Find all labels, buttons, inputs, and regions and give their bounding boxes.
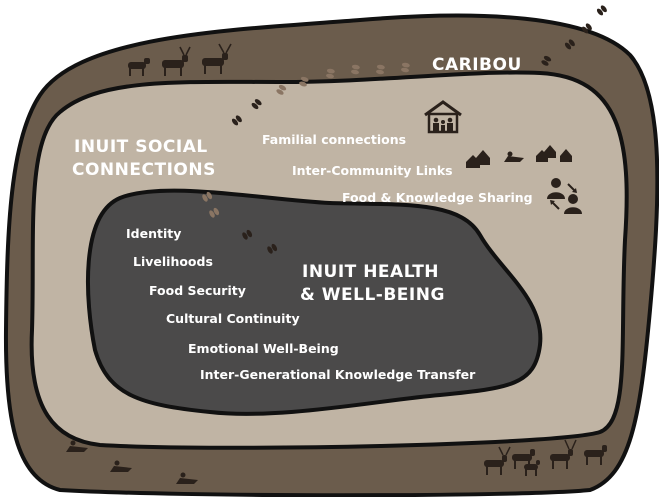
health-item-livelihoods: Livelihoods	[133, 254, 213, 269]
social-item-familial: Familial connections	[262, 132, 407, 147]
house-family-icon	[424, 100, 462, 134]
social-title-line2: CONNECTIONS	[72, 160, 216, 180]
social-item-intercommunity: Inter-Community Links	[292, 163, 453, 178]
health-item-emotional: Emotional Well-Being	[188, 341, 339, 356]
village-icon	[466, 145, 572, 168]
social-item-food-knowledge: Food & Knowledge Sharing	[342, 190, 533, 205]
caribou-herd-icon	[128, 43, 232, 76]
social-title-line1: INUIT SOCIAL	[74, 137, 208, 157]
caribou-tracks-icon	[202, 5, 607, 254]
health-item-knowledge-transfer: Inter-Generational Knowledge Transfer	[200, 367, 476, 382]
health-item-cultural-continuity: Cultural Continuity	[166, 311, 300, 326]
health-title-line2: & WELL-BEING	[300, 285, 445, 305]
caribou-herd-icon	[484, 439, 607, 476]
snowmobile-icon	[66, 151, 524, 484]
people-exchange-icon	[547, 178, 582, 214]
caribou-label: CARIBOU	[432, 55, 522, 75]
inner-core	[86, 188, 543, 416]
health-item-food-security: Food Security	[149, 283, 246, 298]
health-title-line1: INUIT HEALTH	[302, 262, 440, 282]
health-item-identity: Identity	[126, 226, 182, 241]
